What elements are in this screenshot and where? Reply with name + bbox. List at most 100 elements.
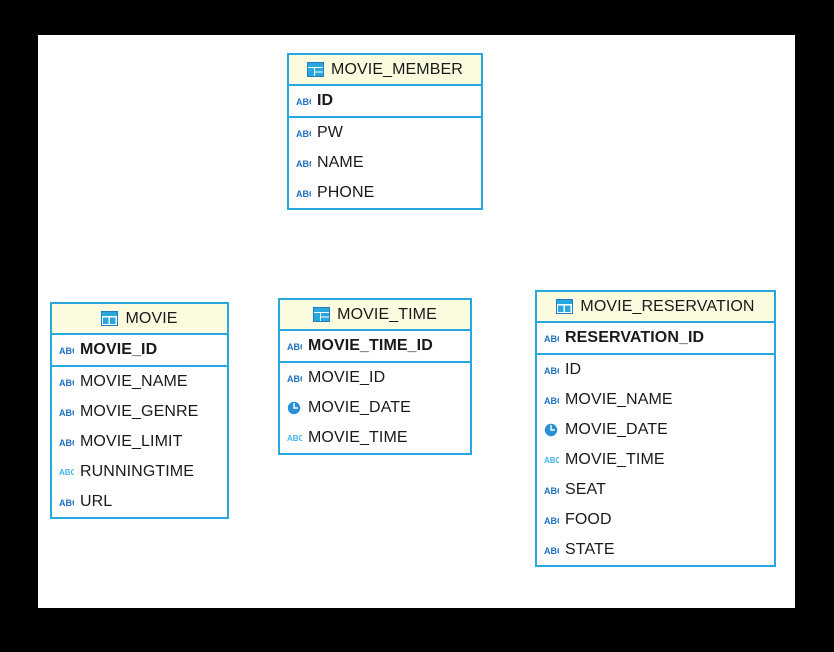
columns-section: ABC MOVIE_ID MOVIE_DATE ABC MOVIE_TIME — [280, 363, 470, 453]
column-name: ID — [565, 361, 582, 378]
abc-varchar-icon: ABC — [544, 515, 559, 526]
entity-movie-member[interactable]: MOVIE_MEMBER ABC ID ABC PW ABC NAME — [287, 53, 483, 210]
svg-text:ABC: ABC — [544, 516, 559, 526]
column-name: MOVIE_TIME — [565, 451, 665, 468]
abc-varchar-icon: ABC — [296, 128, 311, 139]
entity-movie-reservation[interactable]: MOVIE_RESERVATION ABC RESERVATION_ID ABC… — [535, 290, 776, 567]
column-row[interactable]: ABC URL — [52, 487, 227, 517]
columns-section: ABC PW ABC NAME ABC PHONE — [289, 118, 481, 208]
svg-text:ABC: ABC — [544, 334, 559, 344]
abc-varchar-icon: ABC — [544, 333, 559, 344]
column-row[interactable]: ABC ID — [537, 355, 774, 385]
column-name: FOOD — [565, 511, 612, 528]
svg-text:ABC: ABC — [544, 396, 559, 406]
entity-title: MOVIE — [125, 309, 178, 327]
abc-varchar-icon: ABC — [287, 373, 302, 384]
column-row[interactable]: ABC MOVIE_NAME — [537, 385, 774, 415]
primary-key-section: ABC RESERVATION_ID — [537, 323, 774, 355]
abc-varchar-icon: ABC — [296, 96, 311, 107]
entity-header: MOVIE_MEMBER — [289, 55, 481, 86]
column-row[interactable]: MOVIE_DATE — [537, 415, 774, 445]
svg-text:ABC: ABC — [296, 129, 311, 139]
abc-varchar-icon: ABC — [287, 341, 302, 352]
column-row-pk[interactable]: ABC RESERVATION_ID — [537, 323, 774, 353]
svg-text:ABC: ABC — [296, 159, 311, 169]
svg-text:ABC: ABC — [59, 498, 74, 508]
abc-nvarchar-icon: ABC — [287, 433, 302, 444]
er-diagram-canvas: MOVIE_MEMBER ABC ID ABC PW ABC NAME — [38, 35, 795, 608]
clock-date-icon — [544, 423, 559, 437]
abc-varchar-icon: ABC — [59, 407, 74, 418]
svg-text:ABC: ABC — [544, 486, 559, 496]
column-row[interactable]: ABC STATE — [537, 535, 774, 565]
entity-movie[interactable]: MOVIE ABC MOVIE_ID ABC MOVIE_NAME ABC — [50, 302, 229, 519]
column-name: MOVIE_DATE — [565, 421, 668, 438]
column-name: RESERVATION_ID — [565, 329, 705, 346]
view-table-icon — [313, 307, 331, 322]
column-row[interactable]: ABC MOVIE_GENRE — [52, 397, 227, 427]
column-row[interactable]: ABC MOVIE_LIMIT — [52, 427, 227, 457]
svg-text:ABC: ABC — [544, 546, 559, 556]
column-row[interactable]: ABC NAME — [289, 148, 481, 178]
svg-text:ABC: ABC — [59, 378, 74, 388]
column-row[interactable]: ABC PW — [289, 118, 481, 148]
columns-section: ABC MOVIE_NAME ABC MOVIE_GENRE ABC MOVIE… — [52, 367, 227, 517]
column-name: MOVIE_DATE — [308, 399, 411, 416]
column-row[interactable]: ABC MOVIE_TIME — [280, 423, 470, 453]
entity-header: MOVIE_RESERVATION — [537, 292, 774, 323]
clock-date-icon — [287, 401, 302, 415]
column-row[interactable]: MOVIE_DATE — [280, 393, 470, 423]
entity-title: MOVIE_RESERVATION — [580, 297, 755, 315]
column-name: SEAT — [565, 481, 607, 498]
entity-movie-time[interactable]: MOVIE_TIME ABC MOVIE_TIME_ID ABC MOVIE_I… — [278, 298, 472, 455]
column-name: MOVIE_ID — [80, 341, 158, 358]
column-name: MOVIE_NAME — [565, 391, 673, 408]
abc-nvarchar-icon: ABC — [544, 455, 559, 466]
column-name: MOVIE_GENRE — [80, 403, 199, 420]
column-name: PW — [317, 124, 343, 141]
columns-section: ABC ID ABC MOVIE_NAME MOVIE_DATE — [537, 355, 774, 565]
entity-title: MOVIE_TIME — [337, 305, 437, 323]
abc-varchar-icon: ABC — [544, 395, 559, 406]
abc-varchar-icon: ABC — [544, 485, 559, 496]
svg-text:ABC: ABC — [59, 346, 74, 356]
column-name: MOVIE_LIMIT — [80, 433, 183, 450]
column-name: RUNNINGTIME — [80, 463, 194, 480]
column-name: NAME — [317, 154, 364, 171]
abc-varchar-icon: ABC — [544, 365, 559, 376]
primary-key-section: ABC MOVIE_ID — [52, 335, 227, 367]
column-name: MOVIE_TIME_ID — [308, 337, 433, 354]
column-row-pk[interactable]: ABC MOVIE_TIME_ID — [280, 331, 470, 361]
grid-table-icon — [556, 299, 574, 314]
column-name: MOVIE_NAME — [80, 373, 188, 390]
column-row-pk[interactable]: ABC ID — [289, 86, 481, 116]
primary-key-section: ABC MOVIE_TIME_ID — [280, 331, 470, 363]
abc-nvarchar-icon: ABC — [59, 467, 74, 478]
column-name: STATE — [565, 541, 615, 558]
svg-text:ABC: ABC — [59, 408, 74, 418]
abc-varchar-icon: ABC — [59, 345, 74, 356]
column-row[interactable]: ABC RUNNINGTIME — [52, 457, 227, 487]
column-row[interactable]: ABC SEAT — [537, 475, 774, 505]
abc-varchar-icon: ABC — [59, 497, 74, 508]
svg-text:ABC: ABC — [59, 438, 74, 448]
entity-header: MOVIE — [52, 304, 227, 335]
column-name: MOVIE_TIME — [308, 429, 408, 446]
svg-text:ABC: ABC — [59, 468, 74, 477]
column-row[interactable]: ABC FOOD — [537, 505, 774, 535]
svg-text:ABC: ABC — [544, 366, 559, 376]
column-row-pk[interactable]: ABC MOVIE_ID — [52, 335, 227, 365]
column-name: PHONE — [317, 184, 375, 201]
column-row[interactable]: ABC PHONE — [289, 178, 481, 208]
abc-varchar-icon: ABC — [296, 188, 311, 199]
svg-text:ABC: ABC — [544, 456, 559, 465]
column-name: ID — [317, 92, 334, 109]
grid-table-icon — [101, 311, 119, 326]
column-row[interactable]: ABC MOVIE_TIME — [537, 445, 774, 475]
column-row[interactable]: ABC MOVIE_ID — [280, 363, 470, 393]
view-table-icon — [307, 62, 325, 77]
column-row[interactable]: ABC MOVIE_NAME — [52, 367, 227, 397]
svg-text:ABC: ABC — [287, 342, 302, 352]
abc-varchar-icon: ABC — [59, 437, 74, 448]
svg-text:ABC: ABC — [287, 434, 302, 443]
